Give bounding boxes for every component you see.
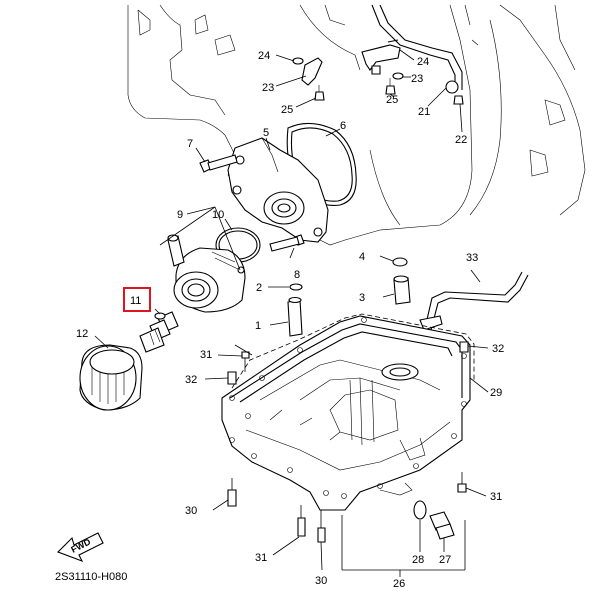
label-part-5[interactable]: 5 (263, 127, 269, 139)
oil-cooler (167, 234, 246, 313)
label-part-26[interactable]: 26 (393, 578, 405, 590)
bolt-31-top (241, 351, 250, 372)
bolt-30-bottom (317, 510, 326, 543)
label-part-25-left[interactable]: 25 (281, 104, 293, 116)
bolt-7 (199, 154, 238, 173)
label-part-7[interactable]: 7 (187, 138, 193, 150)
pipe-1 (287, 296, 303, 337)
oil-filter-12 (79, 344, 143, 411)
label-part-30-bottom[interactable]: 30 (315, 575, 327, 587)
label-part-9[interactable]: 9 (177, 209, 183, 221)
label-part-32-left[interactable]: 32 (185, 374, 197, 386)
label-part-3[interactable]: 3 (359, 292, 365, 304)
label-part-23-left[interactable]: 23 (262, 82, 274, 94)
bracket-assembly-left (292, 57, 325, 101)
bolt-8 (269, 234, 305, 252)
label-part-23-right[interactable]: 23 (411, 73, 423, 85)
label-part-2[interactable]: 2 (256, 282, 262, 294)
o-ring-4 (392, 257, 408, 267)
highlight-part-11[interactable] (123, 287, 151, 312)
label-part-22[interactable]: 22 (455, 134, 467, 146)
oil-pump-housing (227, 137, 329, 243)
gasket-28 (413, 500, 427, 520)
bolt-31-bottom (297, 505, 306, 537)
label-part-32-right[interactable]: 32 (492, 343, 504, 355)
dowel-32-left (227, 371, 237, 385)
label-part-11[interactable]: 11 (130, 295, 141, 307)
diagram-reference-code: 2S31110-H080 (55, 571, 127, 583)
bracket-assembly-right (361, 39, 404, 95)
leader-lines (94, 49, 489, 577)
drain-bolt-27 (429, 511, 455, 540)
breather-pipe-33 (419, 271, 529, 331)
oil-pan-26 (221, 315, 471, 511)
label-part-1[interactable]: 1 (255, 320, 261, 332)
label-part-8[interactable]: 8 (294, 269, 300, 281)
label-part-24-right[interactable]: 24 (417, 56, 429, 68)
label-part-31-top[interactable]: 31 (200, 349, 212, 361)
label-part-28[interactable]: 28 (412, 554, 424, 566)
label-part-21[interactable]: 21 (418, 106, 430, 118)
label-part-31-bottom[interactable]: 31 (255, 552, 267, 564)
label-part-10[interactable]: 10 (212, 209, 224, 221)
o-ring-2 (289, 283, 303, 291)
label-part-25-right[interactable]: 25 (386, 94, 398, 106)
label-part-6[interactable]: 6 (340, 120, 346, 132)
label-part-30-left[interactable]: 30 (185, 505, 197, 517)
label-part-24-left[interactable]: 24 (258, 50, 270, 62)
forward-direction-arrow: FWD (57, 532, 104, 563)
label-part-33[interactable]: 33 (466, 252, 478, 264)
pipe-3 (393, 275, 411, 305)
label-part-4[interactable]: 4 (359, 251, 365, 263)
bolt-30-left (227, 478, 237, 507)
label-part-29[interactable]: 29 (490, 387, 502, 399)
oil-pan-gasket-29 (231, 313, 475, 389)
engine-crankcase (127, 4, 586, 246)
part-labels: 24 23 25 24 23 25 21 22 5 6 7 9 10 8 4 3… (76, 50, 504, 590)
union-bolt-11 (139, 311, 179, 353)
bolt-31-right (457, 472, 467, 493)
dowel-32-right (459, 341, 469, 353)
label-part-12[interactable]: 12 (76, 328, 88, 340)
label-part-27[interactable]: 27 (439, 554, 451, 566)
oil-delivery-pipe (371, 4, 464, 105)
label-part-31-right[interactable]: 31 (490, 491, 502, 503)
